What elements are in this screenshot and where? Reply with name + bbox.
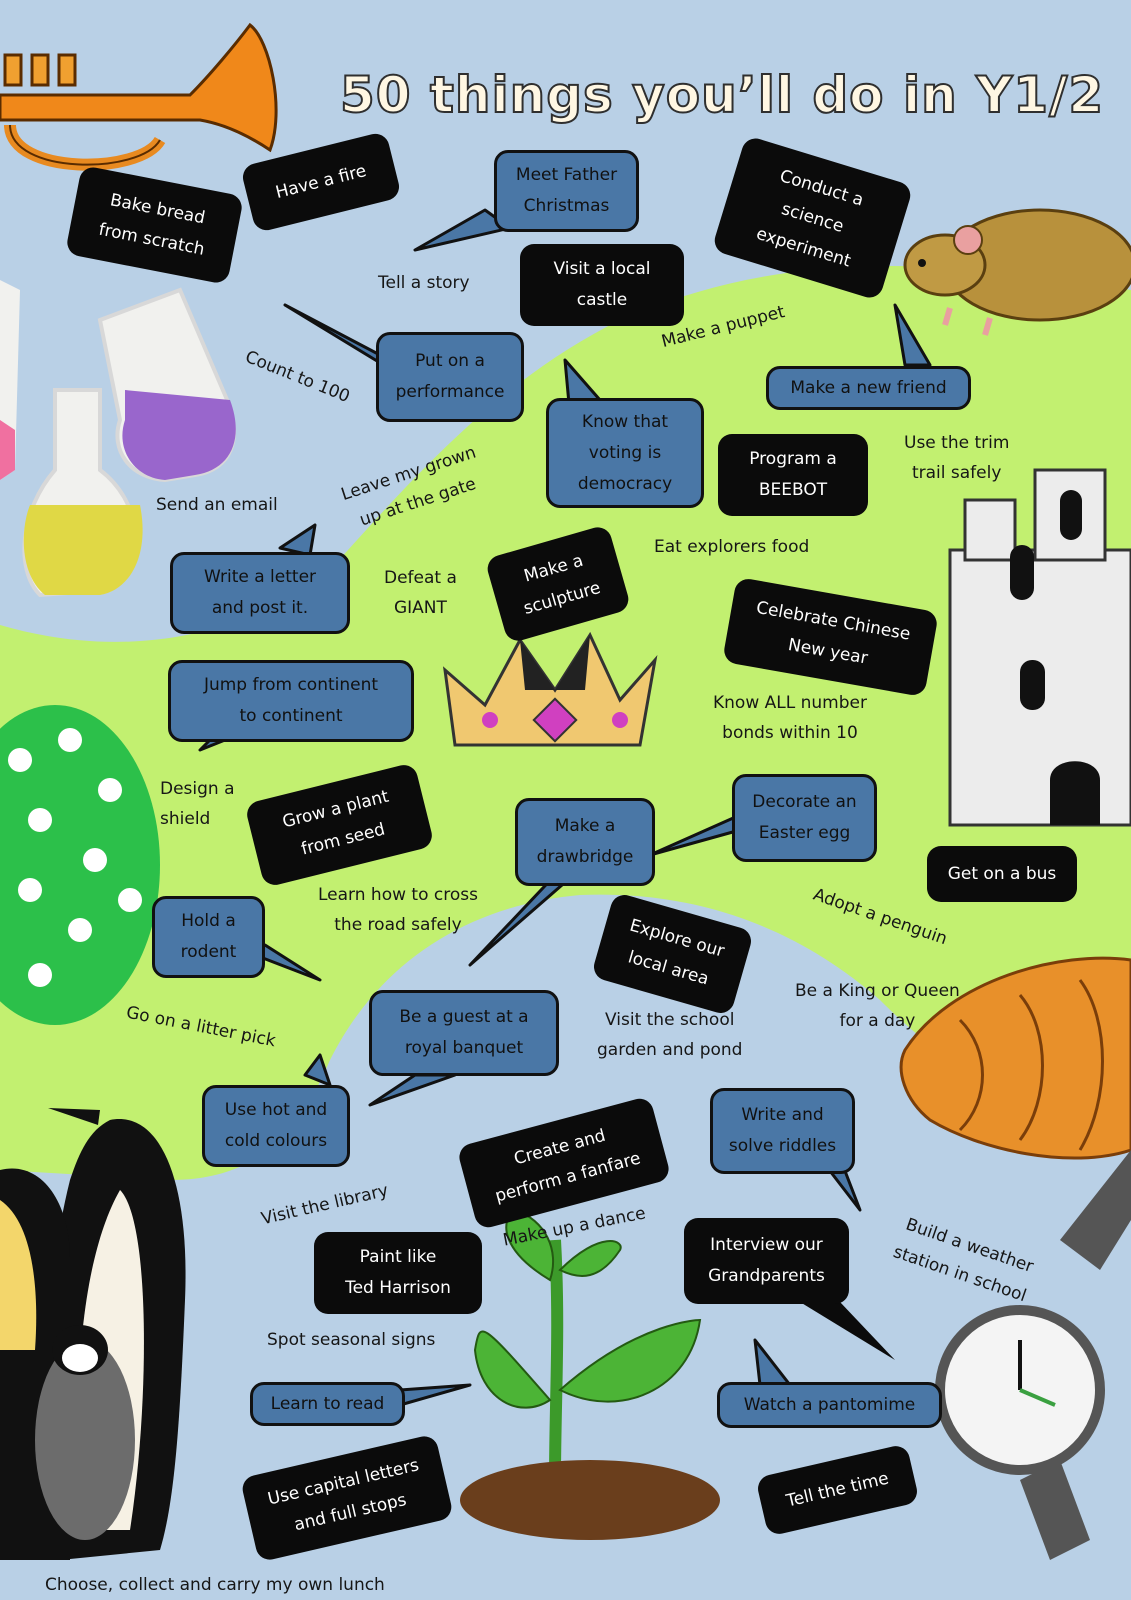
item-eat-explorers: Eat explorers food [654, 537, 810, 557]
item-program-beebot: Program a BEEBOT [718, 434, 868, 516]
tail-pantomime [753, 1338, 792, 1387]
tail-interview [800, 1302, 895, 1360]
item-learn-read: Learn to read [250, 1382, 405, 1426]
item-pantomime: Watch a pantomime [717, 1382, 942, 1428]
item-cross-road: Learn how to cross the road safely [318, 885, 478, 935]
plant-icon [460, 1208, 720, 1540]
item-defeat-giant: Defeat a GIANT [384, 568, 457, 618]
item-meet-father-christmas: Meet Father Christmas [494, 150, 639, 232]
item-know-voting: Know that voting is democracy [546, 398, 704, 508]
tail-make-friend [893, 303, 932, 367]
item-make-drawbridge: Make a drawbridge [515, 798, 655, 886]
item-make-friend: Make a new friend [766, 366, 971, 410]
item-seasonal-signs: Spot seasonal signs [267, 1330, 436, 1350]
trumpet-icon [0, 22, 278, 171]
tail-royal-banquet [368, 1073, 457, 1107]
item-royal-banquet: Be a guest at a royal banquet [369, 990, 559, 1076]
item-tell-story: Tell a story [378, 273, 470, 293]
item-school-garden: Visit the school garden and pond [597, 1010, 743, 1060]
tail-hot-cold [303, 1053, 332, 1087]
egg-icon [0, 705, 160, 1025]
item-write-riddles: Write and solve riddles [710, 1088, 855, 1174]
item-send-email: Send an email [156, 495, 278, 515]
item-write-letter: Write a letter and post it. [170, 552, 350, 634]
item-hot-cold: Use hot and cold colours [202, 1085, 350, 1167]
castle-icon [948, 468, 1131, 827]
item-put-performance: Put on a performance [376, 332, 524, 422]
tail-learn-read [398, 1383, 472, 1407]
item-visit-castle: Visit a local castle [520, 244, 684, 326]
item-get-bus: Get on a bus [927, 846, 1077, 902]
item-own-lunch: Choose, collect and carry my own lunch [45, 1575, 385, 1595]
rodent-icon [903, 208, 1131, 336]
bread-icon [899, 956, 1131, 1160]
item-use-trim: Use the trim trail safely [904, 433, 1010, 483]
page-title: 50 things you’ll do in Y1/2 [339, 65, 1105, 125]
tail-write-letter [278, 523, 317, 557]
flask-icon [0, 280, 236, 598]
item-jump-continent: Jump from continent to continent [168, 660, 414, 742]
item-know-bonds: Know ALL number bonds within 10 [713, 693, 867, 743]
penguin-icon [0, 1108, 186, 1560]
tail-decorate-egg [648, 813, 742, 857]
item-king-queen: Be a King or Queen for a day [795, 981, 960, 1031]
crown-icon [442, 631, 658, 747]
item-hold-rodent: Hold a rodent [152, 896, 265, 978]
item-interview-grandparents: Interview our Grandparents [684, 1218, 849, 1304]
item-decorate-egg: Decorate an Easter egg [732, 774, 877, 862]
item-design-shield: Design a shield [160, 779, 235, 829]
item-paint-harrison: Paint like Ted Harrison [314, 1232, 482, 1314]
